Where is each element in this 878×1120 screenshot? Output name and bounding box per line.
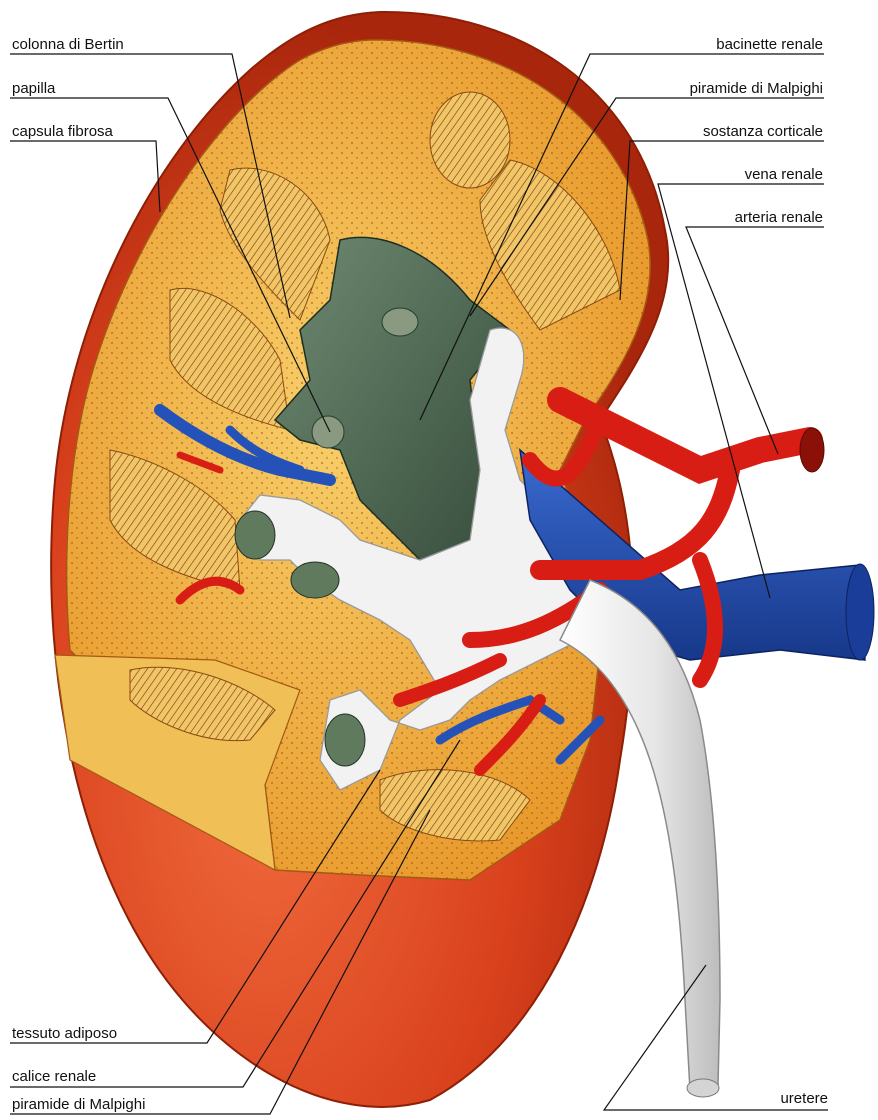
ureter-opening [687,1079,719,1097]
label-uretere: uretere [780,1090,828,1108]
leader-vena-renale [658,184,824,598]
papilla-opening [382,308,418,336]
label-piramide-di-malpighi-bottom: piramide di Malpighi [12,1096,145,1114]
label-vena-renale: vena renale [745,166,823,184]
label-sostanza-corticale: sostanza corticale [703,123,823,141]
leader-capsula-fibrosa [10,141,160,212]
artery-opening [800,428,824,472]
label-colonna-di-bertin: colonna di Bertin [12,36,124,54]
label-capsula-fibrosa: capsula fibrosa [12,123,113,141]
label-calice-renale: calice renale [12,1068,96,1086]
label-papilla: papilla [12,80,55,98]
leader-arteria-renale [686,227,824,454]
calyx-cup [325,714,365,766]
label-tessuto-adiposo: tessuto adiposo [12,1025,117,1043]
vein-opening [846,564,874,660]
label-arteria-renale: arteria renale [735,209,823,227]
label-piramide-di-malpighi-top: piramide di Malpighi [690,80,823,98]
calyx-cup [291,562,339,598]
papilla-opening [312,416,344,448]
label-bacinette-renale: bacinette renale [716,36,823,54]
calyx-cup [235,511,275,559]
